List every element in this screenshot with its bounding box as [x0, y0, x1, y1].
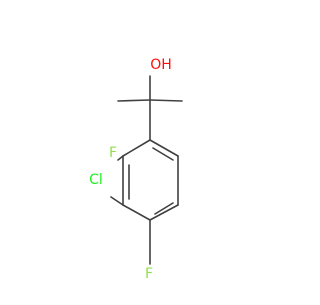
bond-ring-double-c6-c1 [152, 147, 174, 161]
bond-ring-double-c4-c5 [154, 202, 174, 215]
bond-ring-c4-c5 [149, 204, 179, 221]
bond-layer [110, 75, 183, 265]
bond-c-methyl-2 [149, 99, 183, 102]
atom-label-hydroxyl: OH [150, 57, 172, 73]
bond-ring-cl [110, 196, 124, 206]
atom-label-chlorine-3: Cl [89, 172, 103, 188]
atom-label-fluorine-2: F [109, 145, 117, 161]
structure-canvas: OH F Cl F [89, 57, 183, 282]
bond-ring-f [117, 155, 124, 161]
bond-c-methyl-1 [117, 99, 151, 102]
atom-label-fluorine-4: F [145, 266, 153, 282]
molecule-diagram: OH F Cl F [89, 57, 183, 282]
bond-ring-c3-c4 [122, 204, 151, 221]
bond-ring-c1-c2 [122, 139, 151, 157]
atom-label-layer: OH F Cl F [89, 57, 172, 282]
bond-ring-c6-c1 [149, 139, 179, 157]
